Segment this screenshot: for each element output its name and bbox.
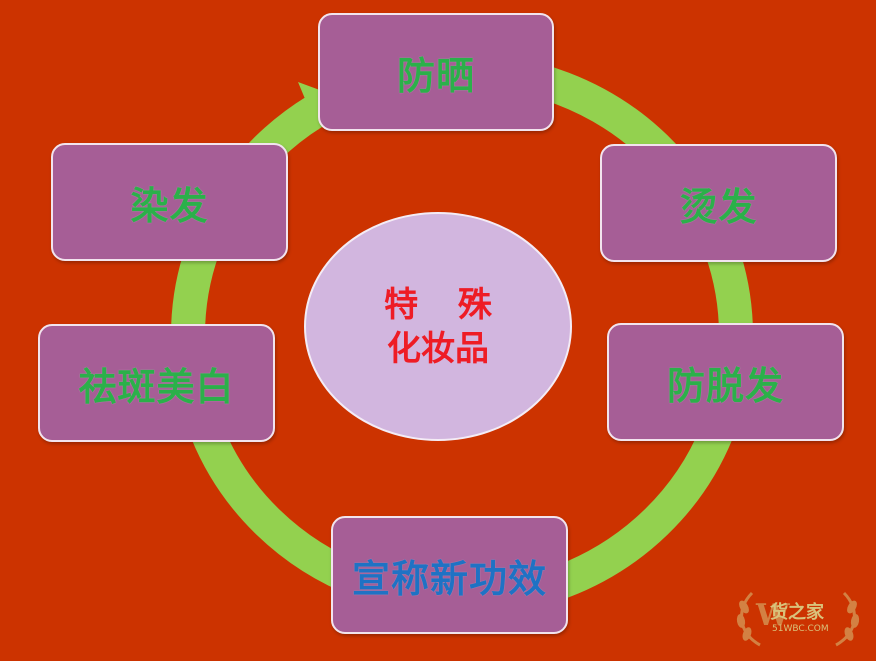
node-new-efficacy: 宣称新功效	[331, 516, 568, 634]
node-hair-dye: 染发	[51, 143, 288, 261]
node-label: 祛斑美白	[78, 364, 235, 409]
node-label: 防晒	[396, 53, 475, 98]
center-ellipse: 特 殊 化妆品	[304, 212, 572, 441]
center-title-line2: 化妆品	[387, 328, 489, 369]
node-label: 宣称新功效	[351, 556, 547, 601]
svg-text:W: W	[755, 598, 791, 633]
node-sunscreen: 防晒	[318, 13, 554, 131]
laurel-logo-icon: W	[736, 591, 860, 647]
node-whitening: 祛斑美白	[38, 324, 275, 442]
center-title-line1: 特 殊	[384, 284, 506, 325]
node-label: 烫发	[679, 184, 758, 229]
node-label: 染发	[130, 183, 209, 228]
watermark-domain: 51WBC.COM	[772, 624, 829, 634]
node-label: 防脱发	[666, 363, 784, 408]
node-perm: 烫发	[600, 144, 837, 262]
node-anti-hair-loss: 防脱发	[607, 323, 844, 441]
watermark-brand: 货之家	[770, 602, 824, 623]
